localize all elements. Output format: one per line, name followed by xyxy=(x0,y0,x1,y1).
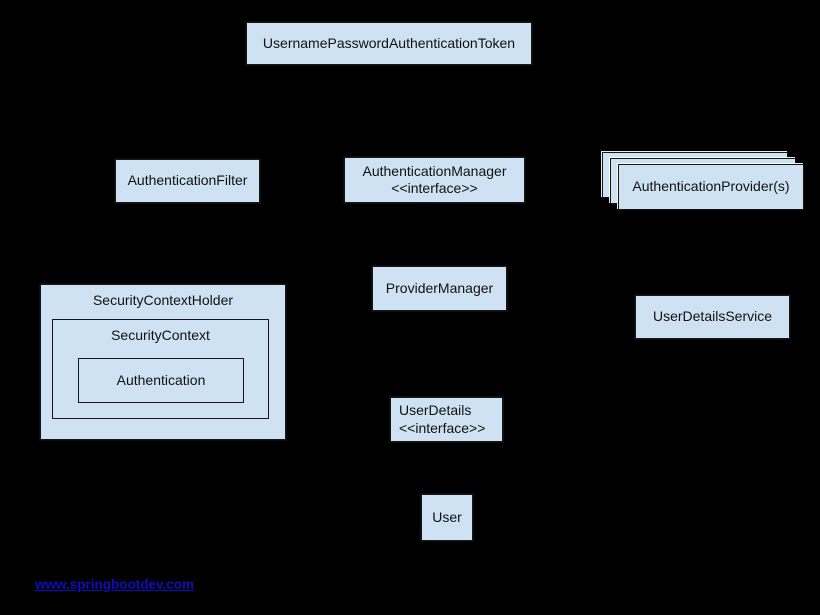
footer-website-link[interactable]: www.springbootdev.com xyxy=(35,577,195,592)
node-user-details-service: UserDetailsService xyxy=(635,295,790,339)
node-label: UserDetailsService xyxy=(652,308,773,325)
node-label-line2: <<interface>> xyxy=(391,180,478,196)
node-authentication-filter: AuthenticationFilter xyxy=(115,159,260,203)
node-user-details: UserDetails <<interface>> xyxy=(390,397,503,442)
node-security-context-holder: SecurityContextHolder SecurityContext Au… xyxy=(40,284,286,440)
node-label-line2: <<interface>> xyxy=(399,419,486,436)
node-label-line1: UserDetails xyxy=(399,402,472,418)
node-label: AuthenticationFilter xyxy=(127,172,248,189)
node-label-line1: AuthenticationManager xyxy=(362,162,507,179)
node-authentication-providers-stack: AuthenticationProvider(s) xyxy=(602,152,806,212)
node-label: UsernamePasswordAuthenticationToken xyxy=(262,34,516,51)
node-label: AuthenticationProvider(s) xyxy=(632,178,790,195)
node-authentication-providers: AuthenticationProvider(s) xyxy=(618,164,804,210)
node-authentication: Authentication xyxy=(78,358,244,403)
node-user: User xyxy=(421,494,473,541)
node-label: SecurityContextHolder xyxy=(92,292,234,308)
node-label: ProviderManager xyxy=(385,279,494,296)
node-label: User xyxy=(432,508,462,525)
node-label: SecurityContext xyxy=(111,327,210,343)
node-label: Authentication xyxy=(116,371,206,388)
node-username-password-authentication-token: UsernamePasswordAuthenticationToken xyxy=(246,22,532,65)
node-authentication-manager: AuthenticationManager <<interface>> xyxy=(344,157,525,203)
node-security-context: SecurityContext Authentication xyxy=(52,319,269,419)
node-provider-manager: ProviderManager xyxy=(372,266,507,311)
